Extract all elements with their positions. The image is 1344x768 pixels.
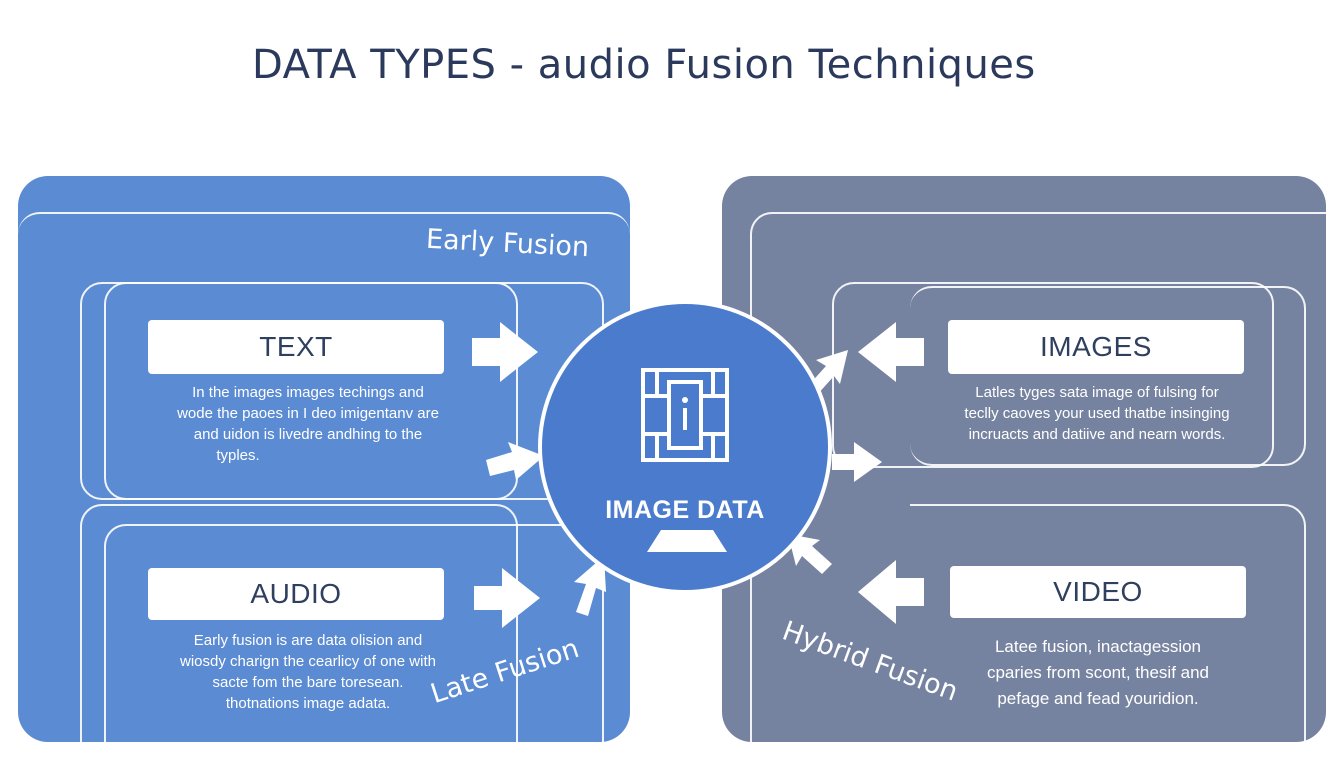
text-description: In the images images techings and wode t…	[177, 384, 439, 464]
hub-base-icon	[647, 530, 727, 552]
images-card-frame-back	[910, 286, 1306, 466]
audio-card-frame	[104, 524, 604, 742]
images-description: Latles tyges sata image of fulsing for t…	[964, 384, 1230, 443]
video-description: Latee fusion, inactagession cparies from…	[986, 637, 1210, 708]
audio-label: AUDIO	[148, 568, 444, 620]
audio-description: Early fusion is are data olision and wio…	[180, 632, 436, 712]
early-fusion-frame	[18, 212, 630, 742]
images-label: IMAGES	[948, 320, 1244, 374]
hub-label: IMAGE DATA	[605, 496, 765, 524]
image-data-hub: IMAGE DATA	[538, 300, 832, 594]
video-label: VIDEO	[950, 566, 1246, 618]
text-label: TEXT	[148, 320, 444, 374]
image-data-icon	[641, 368, 729, 462]
video-card-frame	[910, 504, 1306, 742]
page-title: DATA TYPES - audio Fusion Techniques	[252, 42, 1036, 88]
